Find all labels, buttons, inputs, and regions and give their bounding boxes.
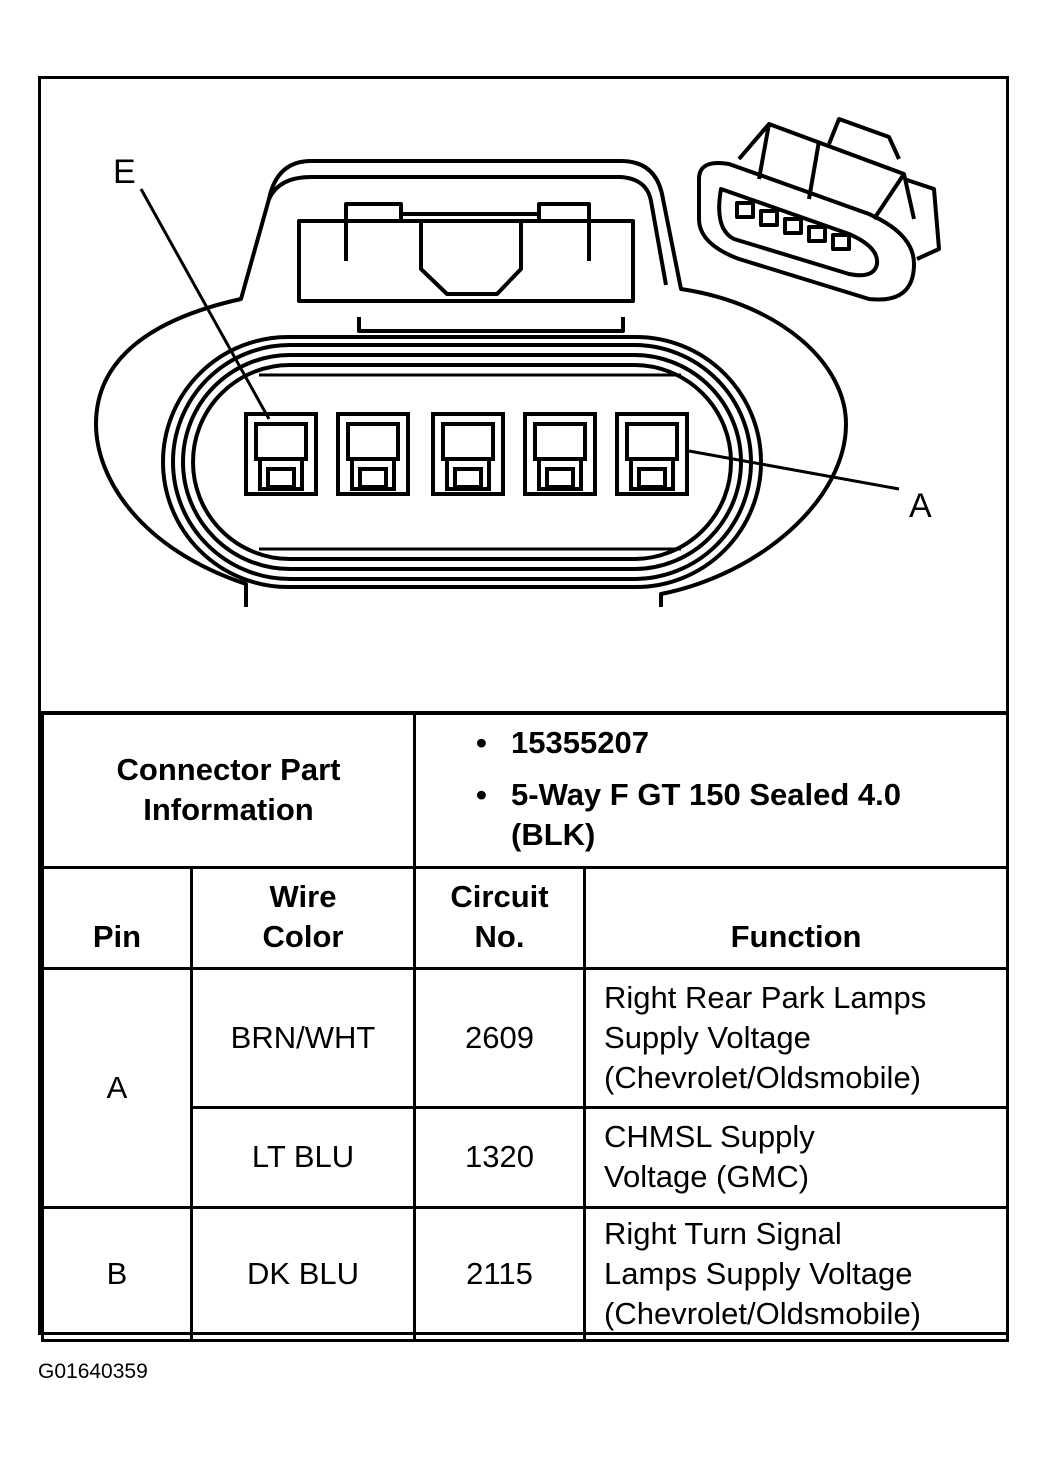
connector-info-list: •15355207 •5-Way F GT 150 Sealed 4.0 (BL… xyxy=(413,711,1010,869)
pin-cell: A xyxy=(41,966,193,1209)
connector-diagram: E A xyxy=(41,79,1006,711)
function-cell: Right Rear Park Lamps Supply Voltage (Ch… xyxy=(583,966,1010,1109)
pin-label-e: E xyxy=(113,153,136,191)
connector-face-drawing: E A xyxy=(94,117,941,607)
leader-line-a xyxy=(688,449,900,491)
table-row: LT BLU 1320 CHMSL Supply Voltage (GMC) xyxy=(43,1105,1010,1209)
pinout-table: Connector Part Information •15355207 •5-… xyxy=(40,711,1010,1342)
table-row: A BRN/WHT 2609 Right Rear Park Lamps Sup… xyxy=(41,966,1010,1209)
wire-color-cell: LT BLU xyxy=(189,1105,417,1209)
function-cell: CHMSL Supply Voltage (GMC) xyxy=(583,1105,1010,1209)
cavity-b xyxy=(523,412,597,496)
function-cell: Right Turn Signal Lamps Supply Voltage (… xyxy=(583,1205,1010,1342)
circuit-cell: 2115 xyxy=(413,1205,587,1342)
leader-line-e xyxy=(139,188,271,420)
connector-info-row: Connector Part Information •15355207 •5-… xyxy=(40,711,1010,869)
pin-cell: B xyxy=(41,1205,193,1342)
table-row: B DK BLU 2115 Right Turn Signal Lamps Su… xyxy=(41,1205,1010,1342)
header-wire-color: Wire Color xyxy=(189,865,417,970)
terminal-cavities xyxy=(244,412,689,496)
table-header-row: Pin Wire Color Circuit No. Function xyxy=(41,865,1010,970)
cavity-e xyxy=(244,412,318,496)
connector-info-label: Connector Part Information xyxy=(40,711,417,869)
header-circuit-no: Circuit No. xyxy=(413,865,587,970)
cavity-a xyxy=(615,412,689,496)
cavity-d xyxy=(336,412,410,496)
header-function: Function xyxy=(583,865,1010,970)
header-pin: Pin xyxy=(41,865,193,970)
connector-info-item: •15355207 xyxy=(476,725,649,761)
circuit-cell: 2609 xyxy=(413,966,587,1109)
wire-color-cell: BRN/WHT xyxy=(189,966,417,1109)
connector-perspective-icon xyxy=(697,117,941,302)
cavity-c xyxy=(431,412,505,496)
pin-label-a: A xyxy=(909,487,932,525)
figure-id: G01640359 xyxy=(38,1360,148,1383)
circuit-cell: 1320 xyxy=(413,1105,587,1209)
wire-color-cell: DK BLU xyxy=(189,1205,417,1342)
figure-frame: E A Connector Part Information xyxy=(38,76,1010,1342)
connector-info-item: •5-Way F GT 150 Sealed 4.0 (BLK) xyxy=(476,777,901,853)
